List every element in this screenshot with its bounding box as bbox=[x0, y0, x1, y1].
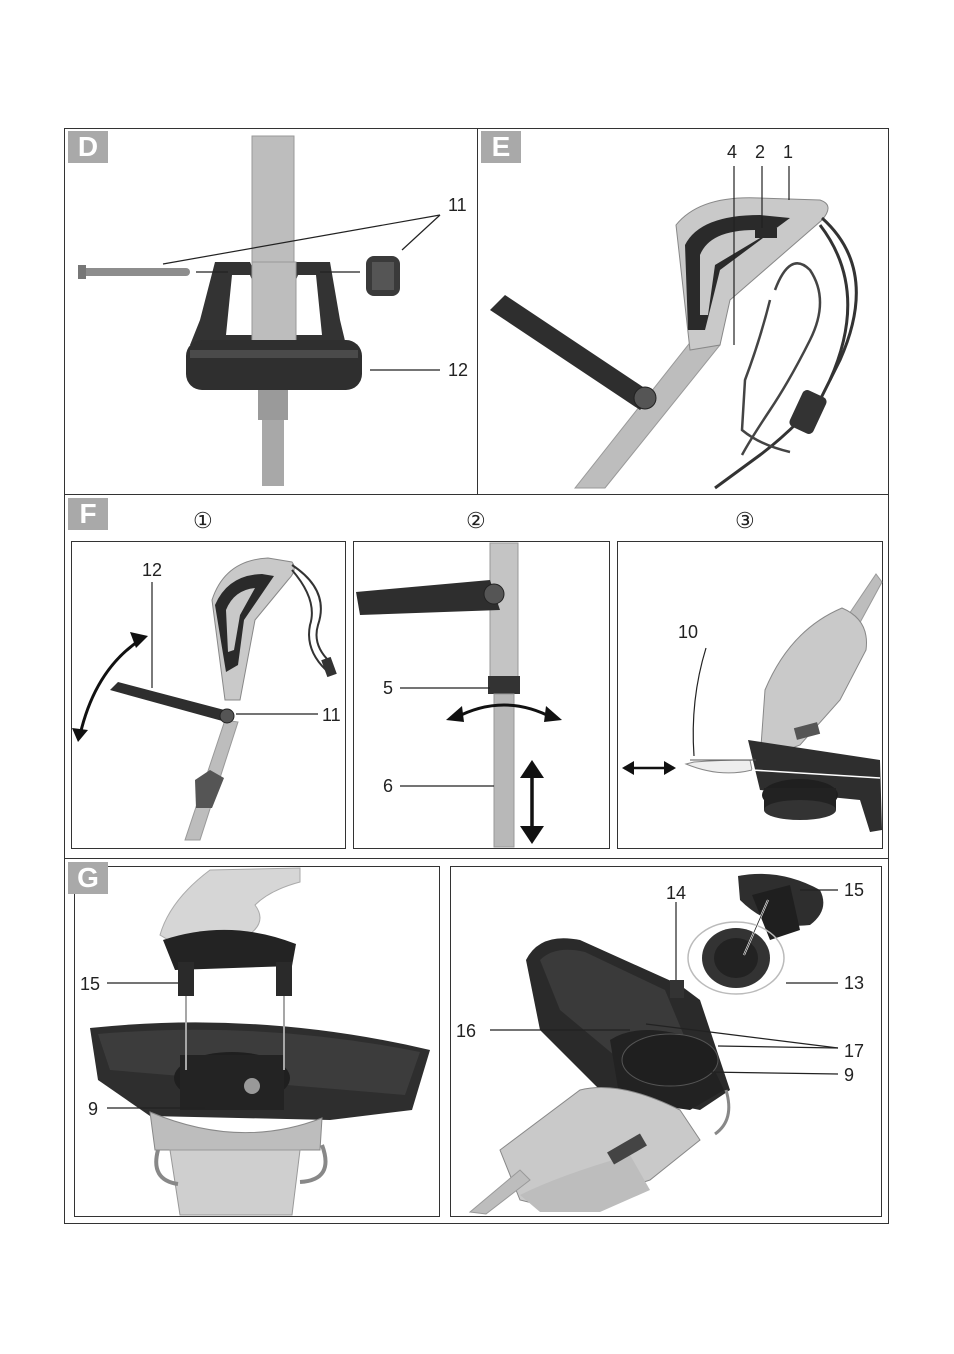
label-12: 12 bbox=[448, 360, 469, 380]
label-16: 16 bbox=[456, 1021, 477, 1041]
panel-f2-illustration bbox=[356, 542, 562, 848]
label-9-g2: 9 bbox=[844, 1065, 855, 1085]
label-11: 11 bbox=[448, 195, 467, 215]
badge-e: E bbox=[481, 131, 521, 163]
panel-g1-illustration bbox=[90, 867, 430, 1216]
label-10: 10 bbox=[678, 622, 699, 642]
label-15-g1: 15 bbox=[80, 974, 101, 994]
step-3: ③ bbox=[735, 508, 755, 533]
label-9-g1: 9 bbox=[88, 1099, 99, 1119]
badge-f: F bbox=[68, 498, 108, 530]
label-17: 17 bbox=[844, 1041, 865, 1061]
badge-d: D bbox=[68, 131, 108, 163]
label-1: 1 bbox=[783, 142, 794, 162]
label-2: 2 bbox=[755, 142, 766, 162]
panel-g bbox=[64, 858, 889, 1224]
label-14: 14 bbox=[666, 883, 687, 903]
label-13: 13 bbox=[844, 973, 865, 993]
label-6: 6 bbox=[383, 776, 394, 796]
panel-f1-illustration bbox=[72, 557, 337, 841]
step-1: ① bbox=[193, 508, 213, 533]
panel-g2-illustration bbox=[468, 873, 839, 1215]
label-4: 4 bbox=[727, 142, 738, 162]
label-15-g2: 15 bbox=[844, 880, 865, 900]
badge-g: G bbox=[68, 862, 108, 894]
panel-f3-illustration bbox=[622, 573, 883, 832]
label-12-f: 12 bbox=[142, 560, 163, 580]
label-5: 5 bbox=[383, 678, 394, 698]
label-11-f: 11 bbox=[322, 705, 341, 725]
step-2: ② bbox=[466, 508, 486, 533]
panel-d-illustration bbox=[78, 135, 441, 486]
panel-e-illustration bbox=[490, 166, 858, 490]
